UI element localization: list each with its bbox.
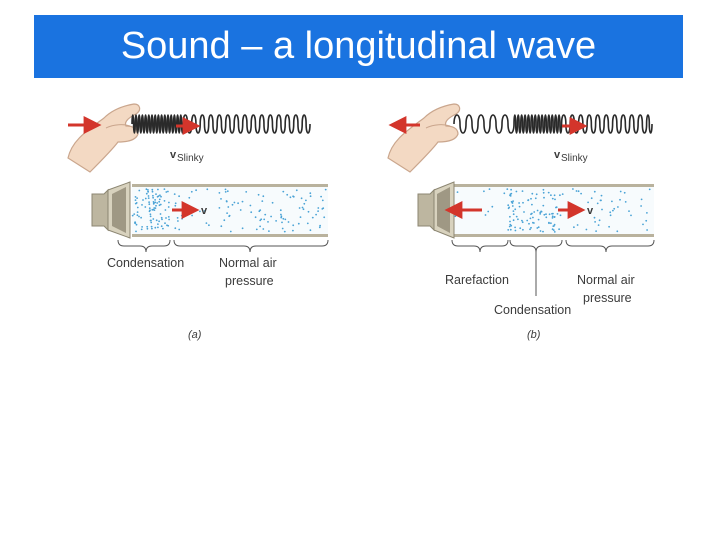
caption-b: (b) xyxy=(527,329,541,341)
page-title: Sound – a longitudinal wave xyxy=(120,25,597,67)
slinky-icon xyxy=(131,114,311,134)
title-bar: Sound – a longitudinal wave xyxy=(34,15,683,78)
caption-a: (a) xyxy=(188,329,202,341)
pressure-label: pressure xyxy=(225,274,274,288)
panel-b: v Slinky v Rarefaction Condensation Norm… xyxy=(387,103,655,341)
pressure-label: pressure xyxy=(583,291,632,305)
condensation-label: Condensation xyxy=(494,303,571,317)
speaker-icon xyxy=(417,181,455,239)
v-slinky-subscript: Slinky xyxy=(561,153,588,164)
normal-air-label: Normal air xyxy=(577,273,635,287)
v-slinky-symbol: v xyxy=(170,149,177,161)
hand-icon xyxy=(387,103,461,173)
condensation-brace xyxy=(117,239,171,253)
v-air-symbol: v xyxy=(587,205,594,217)
normal-air-label: Normal air xyxy=(219,256,277,270)
hand-icon xyxy=(67,103,141,173)
condensation-label: Condensation xyxy=(107,256,184,270)
rarefaction-label: Rarefaction xyxy=(445,273,509,287)
longitudinal-wave-figure: v Slinky v Condensation Normal air press… xyxy=(0,90,720,350)
panel-a: v Slinky v Condensation Normal air press… xyxy=(67,103,329,341)
v-air-symbol: v xyxy=(201,205,208,217)
normal-pressure-brace xyxy=(565,239,655,253)
v-slinky-symbol: v xyxy=(554,149,561,161)
rarefaction-brace xyxy=(451,239,509,253)
air-tube xyxy=(452,184,654,237)
air-tube xyxy=(131,184,328,237)
normal-pressure-brace xyxy=(173,239,329,253)
speaker-icon xyxy=(91,181,131,239)
v-slinky-subscript: Slinky xyxy=(177,153,204,164)
condensation-brace xyxy=(509,239,563,253)
slinky-icon xyxy=(453,114,653,134)
